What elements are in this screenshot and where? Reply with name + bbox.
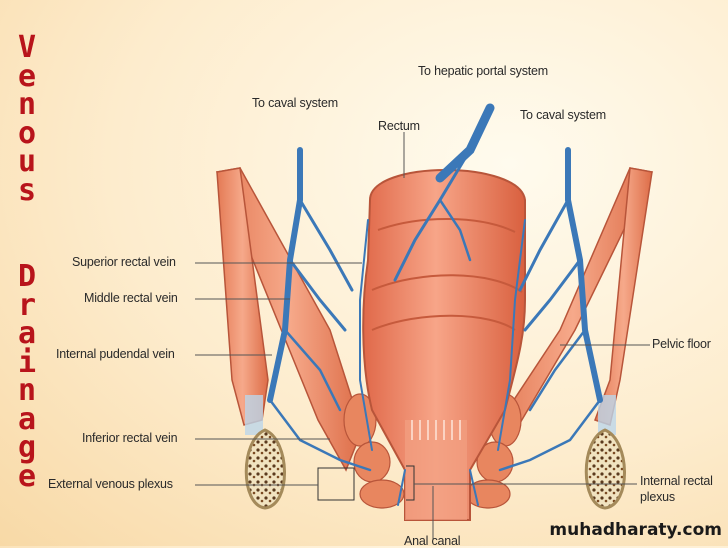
label-rectum: Rectum [378, 119, 420, 133]
label-internal-rectal-plexus-1: Internal rectal [640, 474, 713, 488]
label-internal-pudendal-vein: Internal pudendal vein [56, 347, 175, 361]
label-middle-rectal-vein: Middle rectal vein [84, 291, 178, 305]
label-superior-rectal-vein: Superior rectal vein [72, 255, 176, 269]
label-pelvic-floor: Pelvic floor [652, 337, 711, 351]
label-internal-rectal-plexus-2: plexus [640, 490, 675, 504]
label-inferior-rectal-vein: Inferior rectal vein [82, 431, 178, 445]
label-caval-right: To caval system [520, 108, 606, 122]
internal-plexus-bracket [406, 465, 415, 501]
label-external-venous-plexus: External venous plexus [48, 477, 173, 491]
label-hepatic-portal: To hepatic portal system [418, 64, 548, 78]
watermark: muhadharaty.com [549, 520, 722, 540]
label-caval-left: To caval system [252, 96, 338, 110]
external-plexus-bracket [317, 467, 355, 501]
left-ischial-bone [244, 428, 286, 510]
leader-lines [195, 132, 650, 540]
anal-sphincter [343, 393, 522, 509]
venous-network [267, 103, 603, 506]
right-ischial-bone [584, 428, 626, 510]
label-anal-canal: Anal canal [404, 534, 461, 548]
